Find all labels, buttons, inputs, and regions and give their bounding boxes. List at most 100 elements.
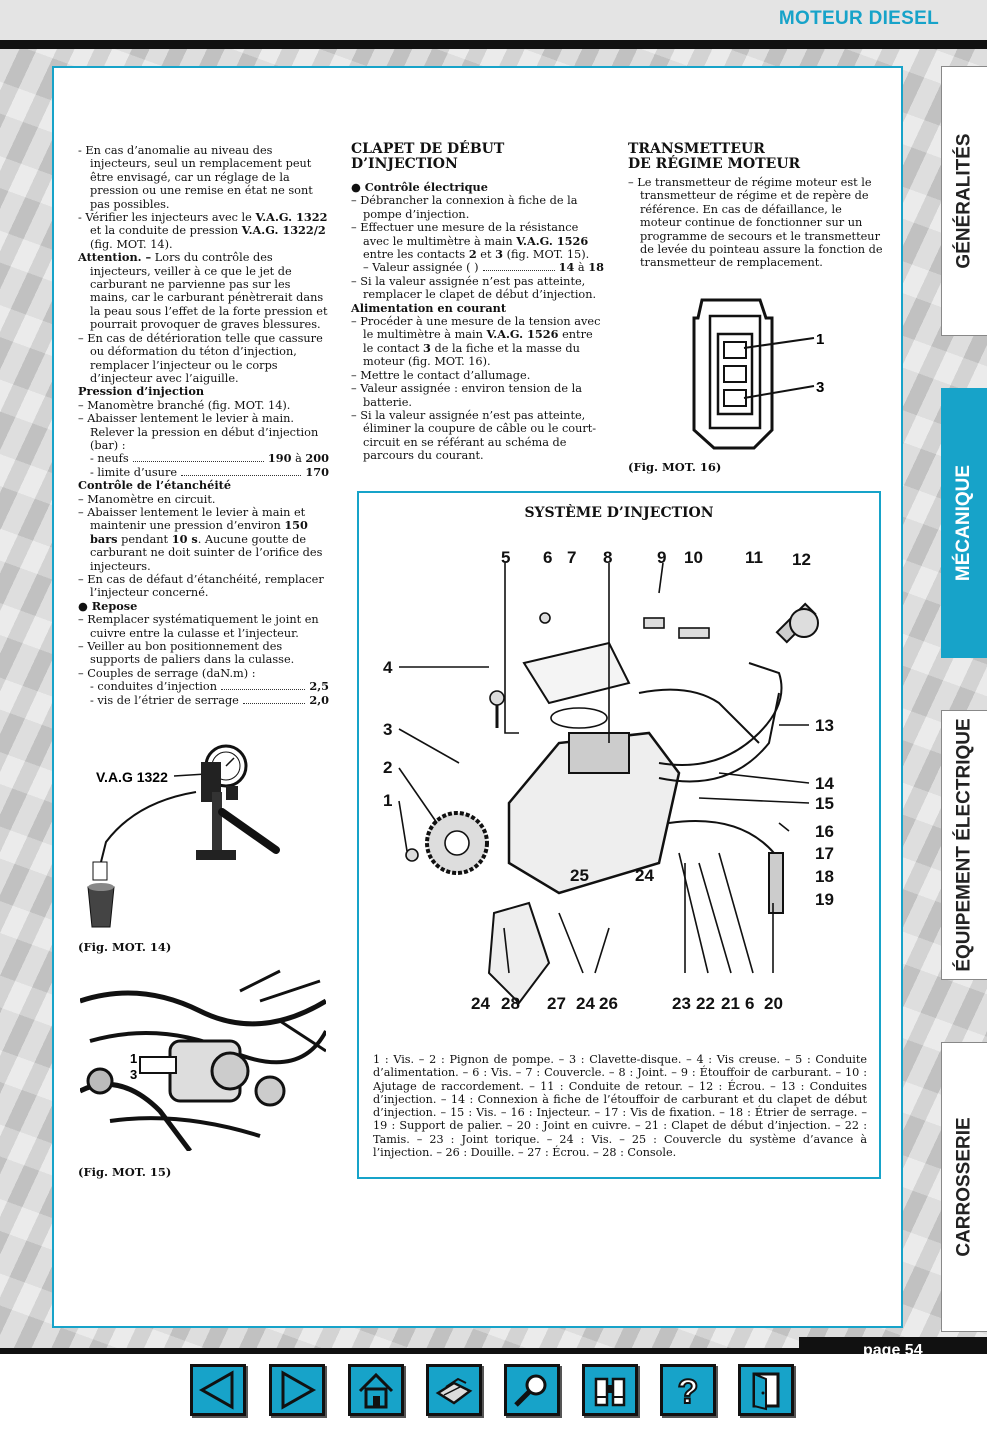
section-title-transmetteur-1: TRANSMETTEUR [628,141,765,157]
paragraph: – Remplacer systématiquement le joint en… [78,613,319,640]
callout-28: 28 [501,994,520,1013]
callout-6: 6 [543,548,552,567]
paragraph: – En cas de défaut d’étanchéité, remplac… [78,573,324,600]
injection-diagram: 5 6 7 8 9 10 11 12 4 3 2 1 13 14 15 16 1… [383,548,834,1013]
column-left: - En cas d’anomalie au niveau des inject… [78,144,329,707]
paragraph: – Abaisser lentement le levier à main. R… [78,412,319,452]
callout-24-b: 24 [576,994,595,1013]
heading-alimentation: Alimentation en courant [351,300,507,315]
paragraph: – Le transmetteur de régime moteur est l… [628,176,883,270]
callout-1: 1 [383,791,392,810]
callout-9: 9 [657,548,666,567]
tab-mecanique[interactable]: MÉCANIQUE [941,388,987,658]
paragraph: – Mettre le contact d’allumage. [351,368,531,382]
callout-4: 4 [383,658,393,677]
paragraph: – Si la valeur assignée n’est pas attein… [351,408,597,463]
value-row: – Valeur assignée ( )14 à 18 [363,260,604,275]
callout-24-mid: 24 [635,866,654,885]
next-button[interactable] [269,1364,325,1416]
injection-title: SYSTÈME D’INJECTION [524,505,714,521]
exit-button[interactable] [738,1364,794,1416]
binoculars-icon [594,1377,626,1407]
fig-mot-16-illustration: 1 3 [692,298,824,450]
binoculars-button[interactable] [582,1364,638,1416]
fig-mot-15-caption: (Fig. MOT. 15) [78,1165,172,1179]
next-icon [281,1370,317,1410]
callout-27: 27 [547,994,566,1013]
print-button[interactable] [426,1364,482,1416]
toolbar-area [0,1354,987,1434]
paragraph: - En cas d’anomalie au niveau des inject… [78,144,313,211]
fig-mot-15-illustration: 1 3 [80,961,326,1151]
paragraph: – Valeur assignée : environ tension de l… [351,382,582,409]
help-icon: ? [677,1372,700,1411]
tab-carrosserie[interactable]: CARROSSERIE [941,1042,987,1332]
heading-pression: Pression d’injection [78,384,205,399]
home-button[interactable] [348,1364,404,1416]
paragraph: – Procéder à une mesure de la tension av… [351,315,601,369]
injection-legend: 1 : Vis. – 2 : Pignon de pompe. – 3 : Cl… [373,1053,867,1160]
callout-14: 14 [815,774,834,793]
top-divider [0,40,987,49]
paragraph: – Si la valeur assignée n’est pas attein… [351,274,597,302]
help-button[interactable]: ? [660,1364,716,1416]
callout-12: 12 [792,550,811,569]
heading-controle-electrique: ● Contrôle électrique [351,180,488,194]
section-title-transmetteur-2: DE RÉGIME MOTEUR [628,156,801,172]
search-icon [514,1374,547,1407]
paragraph: – En cas de détérioration telle que cass… [78,331,323,385]
fig16-callout-3: 3 [816,379,824,396]
callout-10: 10 [684,548,703,567]
search-button[interactable] [504,1364,560,1416]
paragraph: – Effectuer une mesure de la résistance … [351,221,590,262]
callout-11: 11 [745,548,763,567]
fig-mot-14-illustration: V.A.G 1322 [87,744,280,928]
section-header: MOTEUR DIESEL [778,8,939,29]
callout-24-a: 24 [471,994,490,1013]
callout-23: 23 [672,994,691,1013]
callout-7: 7 [567,548,576,567]
fig15-callout-1: 1 [130,1051,137,1066]
callout-15: 15 [815,794,834,813]
callout-26: 26 [599,994,618,1013]
bottom-divider [0,1348,987,1354]
column-middle: CLAPET DE DÉBUT D’INJECTION ● Contrôle é… [351,142,604,463]
previous-icon [198,1370,234,1410]
section-title-clapet: CLAPET DE DÉBUT D’INJECTION [351,141,505,172]
callout-21: 21 [721,994,740,1013]
callout-13: 13 [815,716,834,735]
paragraph: - Vérifier les injecteurs avec le V.A.G.… [78,210,328,251]
exit-icon [752,1372,780,1411]
heading-repose: ● Repose [78,598,138,613]
paragraph: – Manomètre en circuit. [78,492,216,506]
vag-1322-label: V.A.G 1322 [96,769,168,785]
content-panel: - En cas d’anomalie au niveau des inject… [52,66,903,1328]
fig-mot-14-caption: (Fig. MOT. 14) [78,940,172,954]
callout-22: 22 [696,994,715,1013]
callout-5: 5 [501,548,510,567]
print-icon [435,1377,473,1405]
paragraph: – Veiller au bon positionnement des supp… [78,640,295,667]
previous-button[interactable] [190,1364,246,1416]
callout-18: 18 [815,867,834,886]
callout-8: 8 [603,548,612,567]
callout-25: 25 [570,866,589,885]
callout-3: 3 [383,720,392,739]
home-icon [358,1372,394,1409]
heading-etancheite: Contrôle de l’étanchéité [78,478,232,493]
fig15-callout-3: 3 [130,1067,137,1082]
column-right: TRANSMETTEUR DE RÉGIME MOTEUR – Le trans… [628,142,883,270]
tab-generalites[interactable]: GÉNÉRALITÉS [941,66,987,336]
tab-equipement-electrique[interactable]: ÉQUIPEMENT ÉLECTRIQUE [941,710,987,980]
callout-2: 2 [383,758,392,777]
callout-19: 19 [815,890,834,909]
paragraph: – Couples de serrage (daN.m) : [78,666,256,680]
paragraph: – Manomètre branché (fig. MOT. 14). [78,398,291,412]
callout-16: 16 [815,822,834,841]
fig16-callout-1: 1 [816,331,824,348]
fig-mot-16-caption: (Fig. MOT. 16) [628,460,722,474]
